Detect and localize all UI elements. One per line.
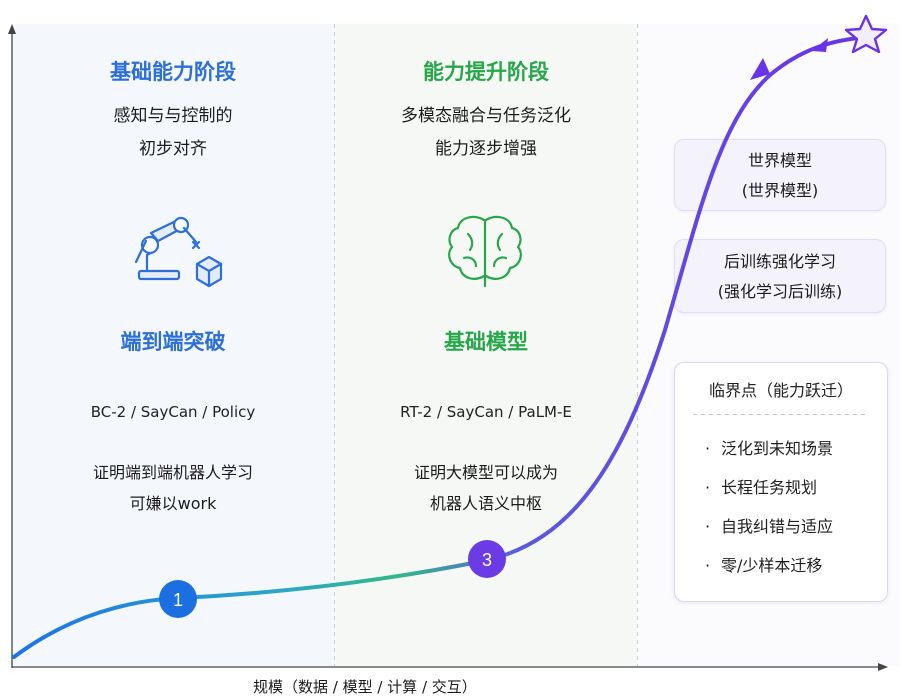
brain-icon (448, 215, 522, 288)
star-icon (844, 14, 888, 54)
critical-item-text: 零/少样本迁移 (721, 556, 823, 575)
critical-item-text: 自我纠错与适应 (721, 517, 834, 536)
phase2-subtitle: 基础模型 (444, 330, 528, 354)
bullet: · (705, 439, 711, 458)
critical-list: · 泛化到未知场景 · 长程任务规划 · 自我纠错与适应 · 零/少样本迁移 (705, 435, 833, 591)
phase2-desc: 多模态融合与任务泛化 能力逐步增强 (335, 100, 637, 166)
marker-3: 3 (468, 540, 506, 578)
world-model-line1: 世界模型 (747, 151, 812, 170)
bullet: · (705, 478, 711, 497)
y-axis (8, 24, 16, 668)
marker-3-label: 3 (482, 550, 492, 570)
phase1-title: 基础能力阶段 (110, 60, 236, 84)
rl-post-training-box: 后训练强化学习 (强化学习后训练) (674, 239, 886, 313)
phase1-subtitle: 端到端突破 (120, 330, 226, 354)
critical-separator (693, 414, 869, 415)
critical-item-text: 长程任务规划 (721, 478, 818, 497)
marker-1: 1 (159, 580, 197, 618)
phase2-examples: RT-2 / SayCan / PaLM-E (400, 403, 572, 421)
list-item: · 泛化到未知场景 (705, 435, 833, 474)
world-model-box: 世界模型 (世界模型) (674, 139, 886, 211)
growth-curve (12, 35, 870, 659)
critical-item-text: 泛化到未知场景 (721, 439, 834, 458)
list-item: · 零/少样本迁移 (705, 552, 833, 591)
robot-arm-icon (134, 216, 223, 288)
phase2-note: 证明大模型可以成为 机器人语义中枢 (335, 457, 637, 519)
critical-point-title: 临界点（能力跃迁） (708, 381, 853, 400)
phase1-note-line2: 可嫌以work (129, 494, 217, 513)
phase1-note-line1: 证明端到端机器人学习 (92, 463, 253, 482)
phase2-note-line1: 证明大模型可以成为 (413, 463, 558, 482)
critical-point-box: 临界点（能力跃迁） · 泛化到未知场景 · 长程任务规划 · 自我纠错与适应 · 零/少… (674, 362, 888, 602)
phase-divider (334, 24, 335, 666)
phase2-desc-line2: 能力逐步增强 (435, 139, 537, 159)
rl-line1: 后训练强化学习 (723, 252, 836, 271)
x-axis (12, 663, 888, 671)
list-item: · 长程任务规划 (705, 474, 833, 513)
world-model-line2: (世界模型) (741, 181, 819, 200)
bullet: · (705, 517, 711, 536)
rl-line2: (强化学习后训练) (717, 282, 843, 301)
list-item: · 自我纠错与适应 (705, 513, 833, 552)
phase1-examples: BC-2 / SayCan / Policy (90, 403, 256, 421)
phase2-desc-line1: 多模态融合与任务泛化 (401, 106, 571, 126)
phase1-desc-line2: 初步对齐 (139, 139, 207, 159)
phase-divider (637, 24, 638, 666)
bullet: · (705, 556, 711, 575)
phase2-note-line2: 机器人语义中枢 (429, 494, 542, 513)
phase1-desc-line1: 感知与与控制的 (113, 106, 233, 126)
x-axis-label: 规模（数据 / 模型 / 计算 / 交互） (253, 678, 477, 696)
phase1-panel (12, 24, 334, 666)
phase1-note: 证明端到端机器人学习 可嫌以work (12, 457, 334, 519)
curve-arrow-icon (812, 38, 828, 52)
curve-arrow-icon (750, 58, 770, 80)
phase1-desc: 感知与与控制的 初步对齐 (12, 100, 334, 166)
phase2-title: 能力提升阶段 (423, 60, 549, 84)
marker-1-label: 1 (173, 590, 183, 610)
